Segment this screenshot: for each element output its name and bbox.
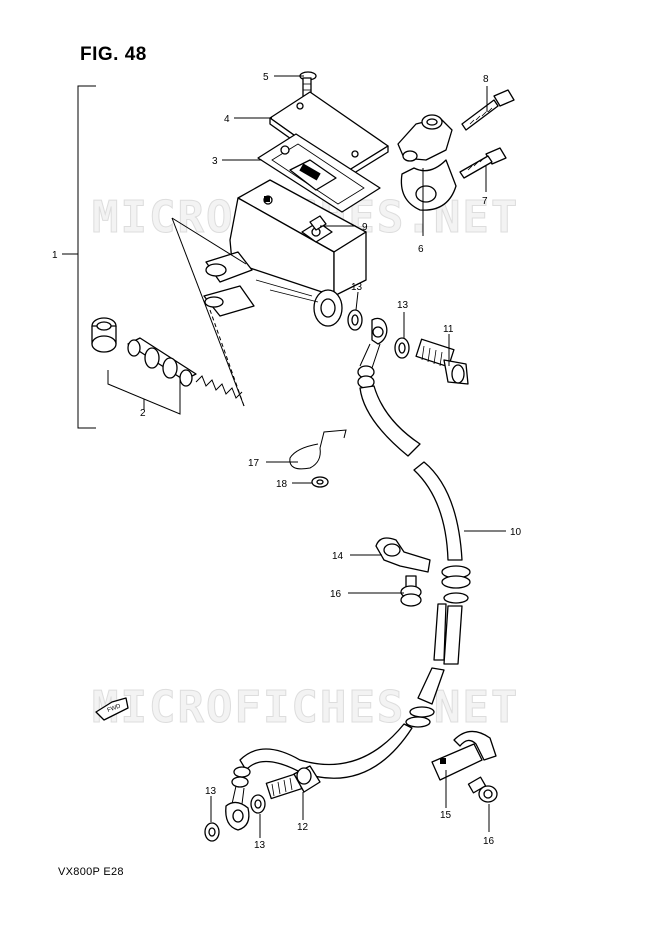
callout-2: 2 <box>140 408 146 419</box>
part-clip-17 <box>289 429 347 470</box>
part-piston-set-2 <box>91 317 243 415</box>
part-master-cylinder-1 <box>203 179 367 327</box>
callout-12: 12 <box>297 822 309 833</box>
part-hose-10 <box>225 317 471 831</box>
callout-13-right: 13 <box>397 300 409 311</box>
part-clamp-6 <box>397 114 457 211</box>
part-union-bolt-12 <box>265 765 321 800</box>
part-bracket-15 <box>431 730 497 781</box>
part-clamp-bracket-14 <box>375 537 431 573</box>
callout-16-lower: 16 <box>483 836 495 847</box>
part-union-bolt-11 <box>415 338 469 385</box>
callout-13-lower-right: 13 <box>254 840 266 851</box>
part-washer-13-lower-left <box>204 822 220 842</box>
figure-title: FIG. 48 <box>80 44 147 65</box>
callout-18: 18 <box>276 479 288 490</box>
watermark-bottom: MICROFICHES.NET <box>92 682 519 733</box>
callout-8: 8 <box>483 74 489 85</box>
callout-9: 9 <box>362 222 368 233</box>
callout-13-top: 13 <box>351 282 363 293</box>
assembly-bracket <box>62 85 96 429</box>
callout-15: 15 <box>440 810 452 821</box>
callout-11: 11 <box>443 324 454 335</box>
callout-13-lower-left: 13 <box>205 786 217 797</box>
part-washer-18 <box>311 476 329 488</box>
callout-3: 3 <box>212 156 218 167</box>
model-code: VX800P E28 <box>58 866 124 878</box>
callout-10: 10 <box>510 527 522 538</box>
callout-16-upper: 16 <box>330 589 342 600</box>
leader-lines <box>210 75 506 838</box>
part-diaphragm-3 <box>257 133 381 213</box>
fwd-arrow-icon: FWD <box>95 697 129 721</box>
callout-17: 17 <box>248 458 260 469</box>
part-bolt-8 <box>461 89 515 131</box>
fwd-label: FWD <box>107 703 123 714</box>
part-washer-13-lower-right <box>250 794 266 814</box>
callout-14: 14 <box>332 551 344 562</box>
callout-labels: 1 2 3 4 5 6 7 8 9 10 11 12 13 13 13 13 1… <box>52 72 522 851</box>
part-bolt-7 <box>459 147 507 179</box>
part-bolt-9 <box>309 215 327 231</box>
piston-kit-indicator <box>171 217 247 407</box>
callout-4: 4 <box>224 114 230 125</box>
callout-1: 1 <box>52 250 58 261</box>
part-washer-13-top <box>347 309 363 331</box>
part-washer-13-right <box>394 337 410 359</box>
part-bolt-16-lower <box>467 776 498 803</box>
callout-5: 5 <box>263 72 269 83</box>
part-bolt-16-upper <box>400 575 422 607</box>
callout-7: 7 <box>482 196 488 207</box>
callout-6: 6 <box>418 244 424 255</box>
